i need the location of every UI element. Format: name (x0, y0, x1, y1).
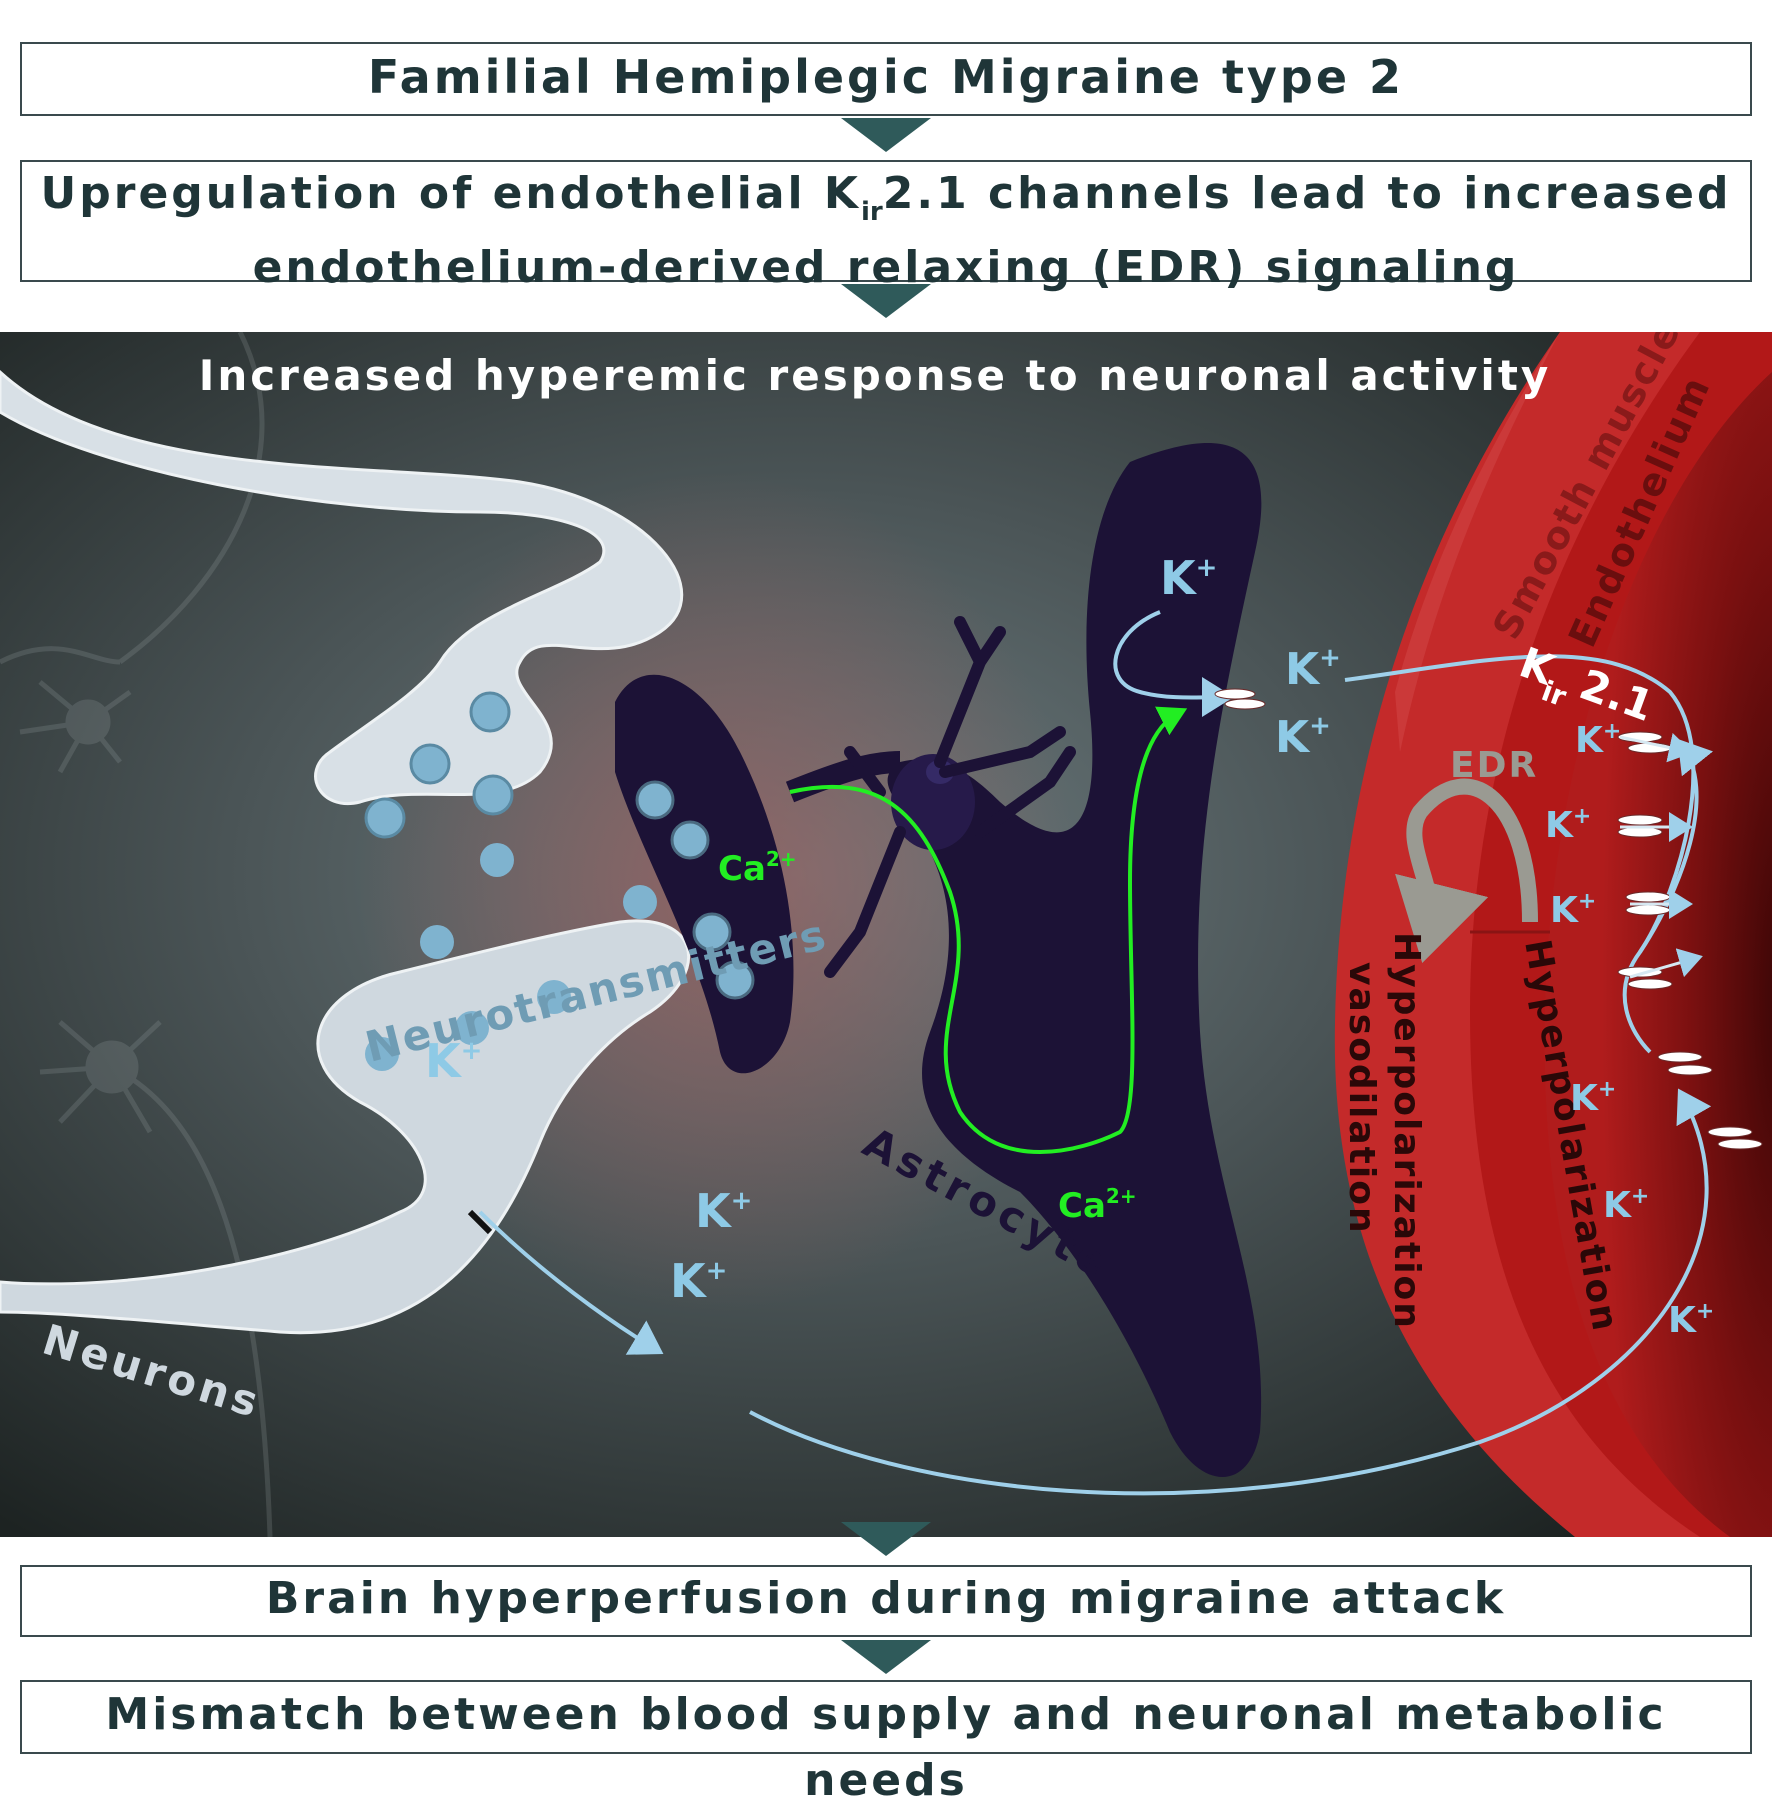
flow-arrow-4 (841, 1640, 931, 1674)
svg-text:K+: K+ (1550, 889, 1596, 931)
hyperperfusion-text: Brain hyperperfusion during migraine att… (265, 1573, 1507, 1624)
k-label-12: K (1668, 1300, 1697, 1341)
svg-text:K+: K+ (1603, 1184, 1649, 1226)
title-text: Familial Hemiplegic Migraine type 2 (367, 50, 1405, 104)
upregulation-sub: ir (861, 197, 883, 227)
postsynaptic-neuron (0, 919, 690, 1335)
flow-arrow-2 (841, 284, 931, 318)
neurotransmitter-particles (365, 843, 657, 1071)
hyperperfusion-box: Brain hyperperfusion during migraine att… (20, 1565, 1752, 1637)
svg-text:K+: K+ (1545, 804, 1591, 846)
k-label-1: K (1160, 551, 1198, 605)
svg-text:K+: K+ (1285, 643, 1341, 695)
k-label-4: K (425, 1034, 463, 1088)
k-label-10: K (1570, 1078, 1599, 1119)
svg-text:K+: K+ (425, 1034, 482, 1088)
ca-label-2: Ca (1058, 1186, 1106, 1226)
edr-label: EDR (1450, 745, 1538, 786)
vasodilation-block: Hyperpolarization vasodilation (1341, 932, 1427, 1330)
k-label-8: K (1545, 805, 1574, 846)
k-label-11: K (1603, 1185, 1632, 1226)
mismatch-text: Mismatch between blood supply and neuron… (105, 1689, 1667, 1806)
title-box: Familial Hemiplegic Migraine type 2 (20, 42, 1752, 116)
k-label-6: K (670, 1254, 708, 1308)
svg-text:K+: K+ (695, 1184, 752, 1238)
neurovascular-diagram: Increased hyperemic response to neuronal… (0, 332, 1772, 1537)
upregulation-box: Upregulation of endothelial Kir2.1 chann… (20, 160, 1752, 293)
svg-text:Ca2+: Ca2+ (718, 847, 797, 889)
background-neurons (0, 332, 273, 1537)
svg-text:K+: K+ (670, 1254, 727, 1308)
calcium-labels: Ca2+ Ca2+ (718, 847, 1137, 1226)
calcium-wave-path (789, 706, 1188, 1154)
k-label-2: K (1285, 644, 1321, 695)
upregulation-text-b: 2.1 channels lead to increased (882, 168, 1732, 219)
k-label-5: K (695, 1184, 733, 1238)
potassium-flux-arrows (478, 610, 1714, 1496)
k-label-9: K (1550, 890, 1579, 931)
upregulation-text-a: Upregulation of endothelial K (40, 168, 862, 219)
potassium-efflux-arrows (1619, 732, 1703, 979)
svg-text:Ca2+: Ca2+ (1058, 1184, 1137, 1226)
flow-arrow-3 (841, 1522, 931, 1556)
mismatch-box: Mismatch between blood supply and neuron… (20, 1680, 1752, 1806)
svg-text:K+: K+ (1160, 551, 1217, 605)
hyperpolarization-label-1: Hyperpolarization (1386, 932, 1427, 1330)
blood-vessel (1334, 332, 1772, 1537)
svg-text:K+: K+ (1668, 1299, 1714, 1341)
svg-text:K+: K+ (1570, 1077, 1616, 1119)
scene-heading: Increased hyperemic response to neuronal… (199, 351, 1552, 400)
edr-arrow (1395, 778, 1538, 964)
svg-text:K+: K+ (1575, 719, 1621, 761)
potassium-labels: K+ K+ K+ K+ K+ K+ K+ K+ K+ K+ K+ K+ (425, 551, 1714, 1341)
flow-arrow-1 (841, 118, 931, 152)
ca-label-1: Ca (718, 849, 766, 889)
upregulation-line-1: Upregulation of endothelial Kir2.1 chann… (22, 166, 1750, 240)
presynaptic-neuron (0, 369, 684, 839)
astrocyte (615, 442, 1262, 1477)
k-label-3: K (1275, 712, 1311, 763)
k-label-7: K (1575, 720, 1604, 761)
svg-text:K+: K+ (1275, 711, 1331, 763)
vasodilation-label: vasodilation (1341, 962, 1382, 1235)
